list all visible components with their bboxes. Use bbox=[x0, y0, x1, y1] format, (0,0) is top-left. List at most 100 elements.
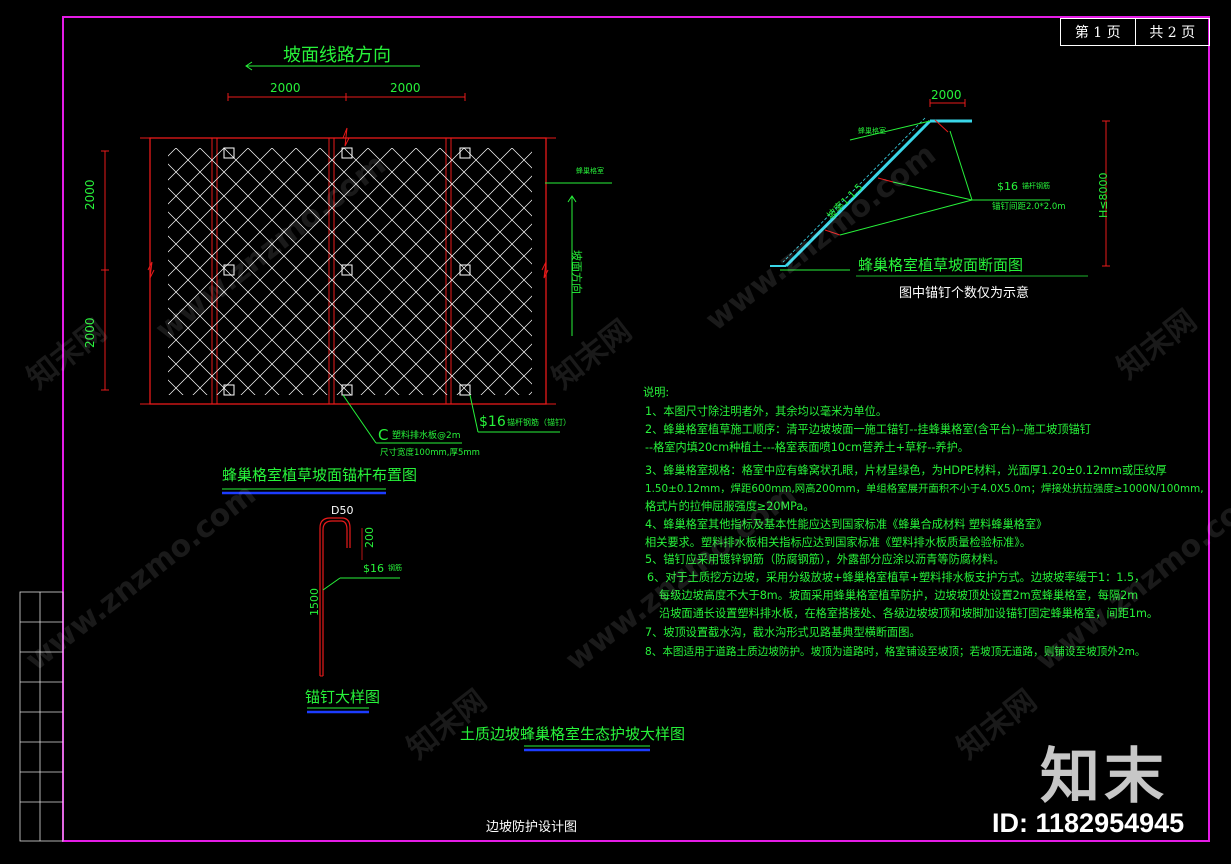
mesh-line bbox=[487, 148, 532, 193]
mesh-line bbox=[168, 148, 225, 205]
anchor-label-note: 锚杆钢筋（锚钉） bbox=[507, 418, 571, 427]
mesh-line bbox=[168, 148, 297, 277]
height-label: H≤8000 bbox=[1097, 172, 1110, 218]
section-title: 蜂巢格室植草坡面断面图 bbox=[858, 256, 1024, 274]
mesh-line bbox=[168, 307, 256, 395]
mesh-line bbox=[319, 148, 532, 361]
mesh-line bbox=[367, 148, 532, 313]
notes-header: 说明: bbox=[643, 386, 670, 399]
mesh-line bbox=[608, 148, 868, 408]
mesh-line bbox=[336, 199, 532, 395]
mesh-line bbox=[463, 148, 532, 217]
note-line: 相关要求。塑料排水板相关指标应达到国家标准《塑料排水板质量检验标准》。 bbox=[645, 536, 1031, 549]
mesh-line bbox=[168, 235, 328, 395]
page-current: 第 1 页 bbox=[1074, 25, 1121, 41]
spacing-note: 锚钉间距2.0*2.0m bbox=[992, 202, 1066, 212]
slope-face bbox=[784, 119, 932, 268]
dim-h1: 2000 bbox=[270, 81, 301, 95]
mesh-line bbox=[168, 163, 400, 395]
mesh-line bbox=[168, 331, 232, 395]
page-indicator: 第 1 页 共 2 页 bbox=[1060, 18, 1210, 46]
anchor-marker bbox=[341, 147, 353, 159]
mesh-line bbox=[223, 148, 472, 395]
dim-200: 200 bbox=[363, 527, 376, 548]
mesh-line bbox=[0, 148, 8, 408]
rebar-label: $16 bbox=[997, 180, 1018, 193]
page-total: 共 2 页 bbox=[1134, 19, 1210, 45]
c-note2: 尺寸宽度100mm,厚5mm bbox=[380, 448, 480, 458]
mesh-line bbox=[168, 283, 280, 395]
mesh-line bbox=[800, 148, 1060, 408]
mesh-line bbox=[168, 148, 417, 395]
note-line: 沿坡面通长设置塑料排水板，在格室搭接处、各级边坡坡顶和坡脚加设锚钉固定蜂巢格室，… bbox=[659, 607, 1159, 620]
note-line: 5、锚钉应采用镀锌钢筋（防腐钢筋），外露部分应涂以沥青等防腐材料。 bbox=[645, 553, 1005, 566]
mesh-line bbox=[168, 148, 321, 301]
mesh-line bbox=[247, 148, 496, 395]
drain-strip-1 bbox=[211, 137, 218, 405]
anchor-marker bbox=[341, 384, 353, 396]
mesh-line bbox=[439, 148, 532, 241]
mesh-line bbox=[288, 151, 532, 395]
note-line: 8、本图适用于道路土质边坡防护。坡顶为道路时，格室铺设至坡顶；若坡顶无道路，则铺… bbox=[645, 646, 1146, 658]
dim-1500: 1500 bbox=[308, 588, 321, 616]
c-label: C bbox=[378, 426, 389, 444]
rebar-note: 锚杆钢筋 bbox=[1022, 182, 1050, 190]
mesh-line bbox=[175, 148, 424, 395]
drawing-frame bbox=[62, 16, 1210, 842]
note-line: 格式片的拉伸屈服强度≥20MPa。 bbox=[645, 500, 815, 513]
mesh-line bbox=[456, 319, 532, 395]
side-label-cell: 蜂巢格室 bbox=[576, 167, 604, 175]
anchor-marker bbox=[341, 264, 353, 276]
plan-title: 蜂巢格室植草坡面锚杆布置图 bbox=[222, 466, 418, 484]
mesh-line bbox=[271, 148, 520, 395]
mesh-line bbox=[343, 148, 532, 337]
mesh-line bbox=[408, 271, 532, 395]
anchor-rebar: $16 bbox=[363, 562, 384, 575]
mesh-line bbox=[168, 148, 345, 325]
mesh-line bbox=[192, 148, 441, 395]
note-line: 1、本图尺寸除注明者外，其余均以毫米为单位。 bbox=[645, 405, 888, 418]
left-title-strip bbox=[19, 591, 64, 842]
mesh-line bbox=[168, 211, 352, 395]
mesh-line bbox=[415, 148, 532, 265]
dim-v1: 2000 bbox=[83, 179, 97, 210]
note-line: 每级边坡高度不大于8m。坡面采用蜂巢格室植草防护，边坡坡顶处设置2m宽蜂巢格室，… bbox=[659, 589, 1139, 602]
section-subtitle: 图中锚钉个数仅为示意 bbox=[899, 286, 1030, 301]
anchor-marker bbox=[223, 384, 235, 396]
main-title: 土质边坡蜂巢格室生态护坡大样图 bbox=[460, 725, 686, 743]
mesh-line bbox=[391, 148, 532, 289]
honeycomb-mesh bbox=[0, 148, 1060, 408]
note-line: 2、蜂巢格室植草施工顺序：清平边坡坡面一施工锚钉--挂蜂巢格室(含平台)--施工… bbox=[645, 423, 1091, 436]
side-label-dir: 坡面方向 bbox=[570, 250, 583, 294]
anchor-marker bbox=[223, 147, 235, 159]
c-note: 塑料排水板@2m bbox=[392, 431, 461, 441]
watermark-id: ID: 1182954945 bbox=[992, 808, 1185, 838]
drawing-title: 边坡防护设计图 bbox=[486, 820, 578, 835]
d-label: D50 bbox=[331, 504, 354, 517]
mesh-line bbox=[312, 175, 532, 395]
section-label-cell: 蜂巢格室 bbox=[858, 127, 886, 135]
slope-section-view bbox=[770, 99, 1110, 277]
anchor-marker bbox=[459, 384, 471, 396]
note-line: 4、蜂巢格室其他指标及基本性能应达到国家标准《蜂巢合成材料 塑料蜂巢格室》 bbox=[645, 518, 1048, 531]
anchor-detail-drawing bbox=[307, 517, 400, 714]
drain-strip-2 bbox=[328, 137, 335, 405]
mesh-line bbox=[168, 148, 393, 373]
mesh-line bbox=[168, 355, 208, 395]
anchor-marker bbox=[459, 264, 471, 276]
anchor-marker bbox=[223, 264, 235, 276]
mesh-line bbox=[480, 343, 532, 395]
direction-arrow-head bbox=[245, 61, 253, 71]
mesh-line bbox=[360, 223, 532, 395]
mesh-line bbox=[216, 148, 465, 395]
dim-h2: 2000 bbox=[390, 81, 421, 95]
drain-strip-3 bbox=[445, 137, 452, 405]
mesh-line bbox=[295, 148, 532, 385]
note-line: 1.50±0.12mm，焊距600mm,网高200mm，单组格室展开面积不小于4… bbox=[645, 483, 1204, 495]
anchor-layout-plan bbox=[0, 61, 1060, 495]
mesh-line bbox=[504, 367, 532, 395]
mesh-line bbox=[168, 148, 369, 349]
mesh-line bbox=[240, 148, 489, 395]
anchor-title: 锚钉大样图 bbox=[305, 688, 381, 706]
anchor-marker bbox=[459, 147, 471, 159]
